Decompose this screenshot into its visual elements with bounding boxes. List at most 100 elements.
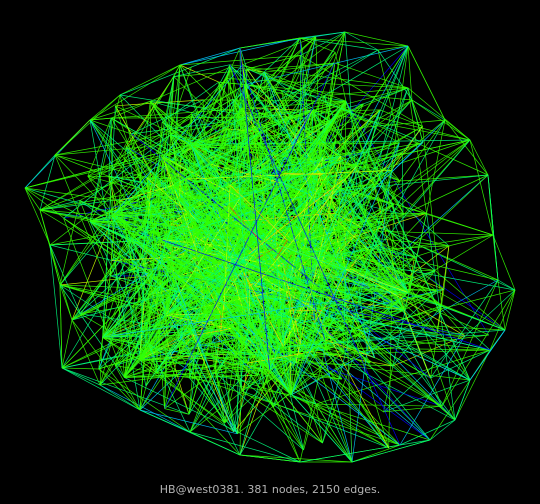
graph-edge [189,377,238,435]
graph-edge [216,375,238,434]
graph-edge [202,99,346,102]
graph-edge [239,454,353,463]
graph-edge [24,187,41,211]
graph-edge [161,121,409,293]
graph-edge [124,276,414,378]
graph-edge [89,221,184,300]
graph-edge [316,109,381,168]
graph-edge [215,293,292,396]
graph-edge [160,52,336,240]
graph-edge [436,290,506,331]
graph-edge [283,95,325,174]
graph-edge [98,275,111,370]
graph-edge [351,228,368,355]
graph-edge [357,165,400,182]
graph-edge [63,134,171,219]
graph-edge [109,178,345,213]
graph-edge [223,184,231,311]
graph-edge [63,218,276,355]
graph-edge [154,243,238,434]
graph-edge [274,259,389,449]
graph-edge [414,245,450,258]
graph-edge [170,134,217,377]
graph-edge [244,109,381,290]
graph-edge [232,275,271,371]
graph-edge [239,47,248,70]
graph-edge [411,99,424,143]
graph-edge [102,298,351,338]
graph-edge [345,100,471,381]
graph-edge [464,334,489,337]
graph-edge [269,151,368,371]
graph-edge [211,100,347,279]
graph-edge [232,275,244,310]
graph-edge [291,394,317,405]
graph-edge [312,110,471,141]
graph-edge [119,64,181,96]
graph-edge [161,121,289,186]
graph-edge [229,64,409,89]
graph-edge [139,122,163,411]
graph-edge [316,157,324,168]
graph-edge [334,62,409,89]
graph-edge [360,204,394,228]
graph-edge [179,196,292,395]
graph-edge [131,133,431,379]
graph-edge [170,184,231,225]
graph-edge [61,185,173,369]
graph-edge [291,356,316,395]
graph-edge [24,119,91,189]
graph-edge [188,345,196,415]
graph-edge [383,365,394,412]
graph-edge [444,119,489,176]
graph-edge [247,254,471,381]
graph-edge [322,228,352,311]
graph-edge [221,151,368,206]
graph-edge [114,281,176,366]
graph-edge [336,211,442,307]
graph-edge [124,369,270,378]
graph-edge [162,156,198,254]
graph-edge [279,36,317,119]
graph-edge [210,220,244,233]
graph-edge [142,350,241,456]
graph-edge [150,188,198,254]
graph-edge [143,156,164,219]
graph-edge [143,225,173,301]
graph-edge [149,197,309,352]
graph-edge [314,324,343,380]
graph-edge [71,185,173,321]
graph-edge [324,339,375,359]
graph-edge [61,367,99,370]
graph-edge [139,409,191,433]
graph-edge [239,37,301,49]
graph-edge [139,145,289,361]
graph-edge [59,200,81,286]
graph-edge [114,365,141,411]
graph-edge [343,351,443,407]
graph-edge [279,245,414,278]
graph-edge [248,285,251,321]
graph-edge [237,36,317,115]
graph-edge [190,144,242,239]
graph-edge [125,113,193,148]
graph-edge [378,87,409,178]
graph-edge [240,197,359,257]
graph-edge [131,99,204,135]
graph-edge [344,31,379,51]
graph-edge [112,37,301,217]
graph-edge [247,351,313,364]
graph-edge [315,36,322,189]
graph-edge [148,294,179,322]
graph-edge [165,173,198,316]
graph-edge [59,216,118,286]
graph-edge [430,349,491,379]
graph-edge [39,84,246,211]
graph-edge [299,31,346,39]
graph-edge [179,64,409,293]
graph-edge [173,76,259,161]
graph-edge [308,95,325,195]
graph-edge [197,31,346,254]
graph-edge [165,190,340,316]
graph-edge [143,178,186,219]
